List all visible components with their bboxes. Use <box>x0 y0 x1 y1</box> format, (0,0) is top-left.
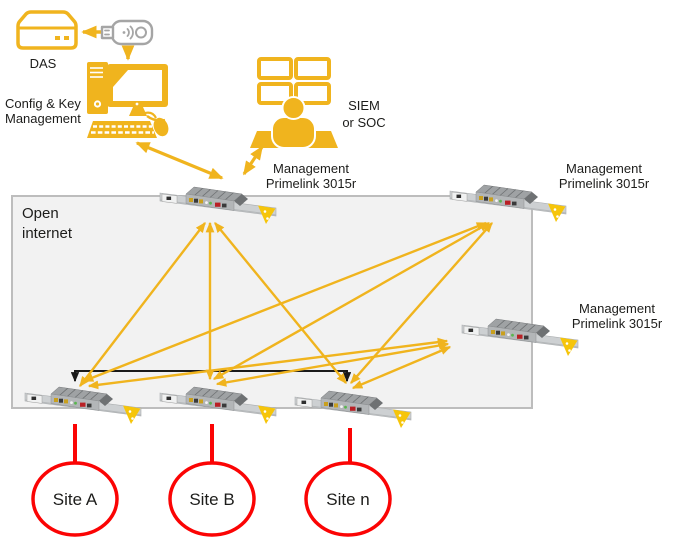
site-n-circle <box>304 461 392 537</box>
workstation-icon <box>87 62 169 138</box>
management-links <box>79 221 493 390</box>
usb-stick-icon <box>100 19 154 46</box>
mgmt3-label-line1: Management <box>579 301 655 316</box>
open-internet-zone <box>11 195 533 409</box>
site-b-label: Site B <box>189 490 234 509</box>
arrow-workstation-mgmt1 <box>135 141 224 180</box>
mgmt2-label-line1: Management <box>566 161 642 176</box>
das-drive-icon <box>16 10 78 50</box>
link-mgmt3-site-n <box>351 345 452 390</box>
open-internet-label-line2: internet <box>22 225 73 242</box>
das-label: DAS <box>30 56 57 71</box>
soc-operator-icon <box>250 57 338 149</box>
open-internet-label-line1: Open <box>22 205 59 222</box>
mgmt3-label-line2: Primelink 3015r <box>572 316 663 331</box>
mgmt1-label-line2: Primelink 3015r <box>266 176 357 191</box>
site-n-label: Site n <box>326 490 369 509</box>
siem-label-line1: SIEM <box>348 98 380 113</box>
mgmt2-label-line2: Primelink 3015r <box>559 176 650 191</box>
siem-label-line2: or SOC <box>342 115 385 130</box>
config-key-label-line2: Management <box>5 111 81 126</box>
arrow-soc-mgmt1 <box>242 145 264 176</box>
site-a-circle <box>31 461 119 537</box>
site-b-circle <box>168 461 256 537</box>
site-a-label: Site A <box>53 490 98 509</box>
config-key-label-line1: Config & Key <box>5 96 81 111</box>
mgmt1-label-line1: Management <box>273 161 349 176</box>
